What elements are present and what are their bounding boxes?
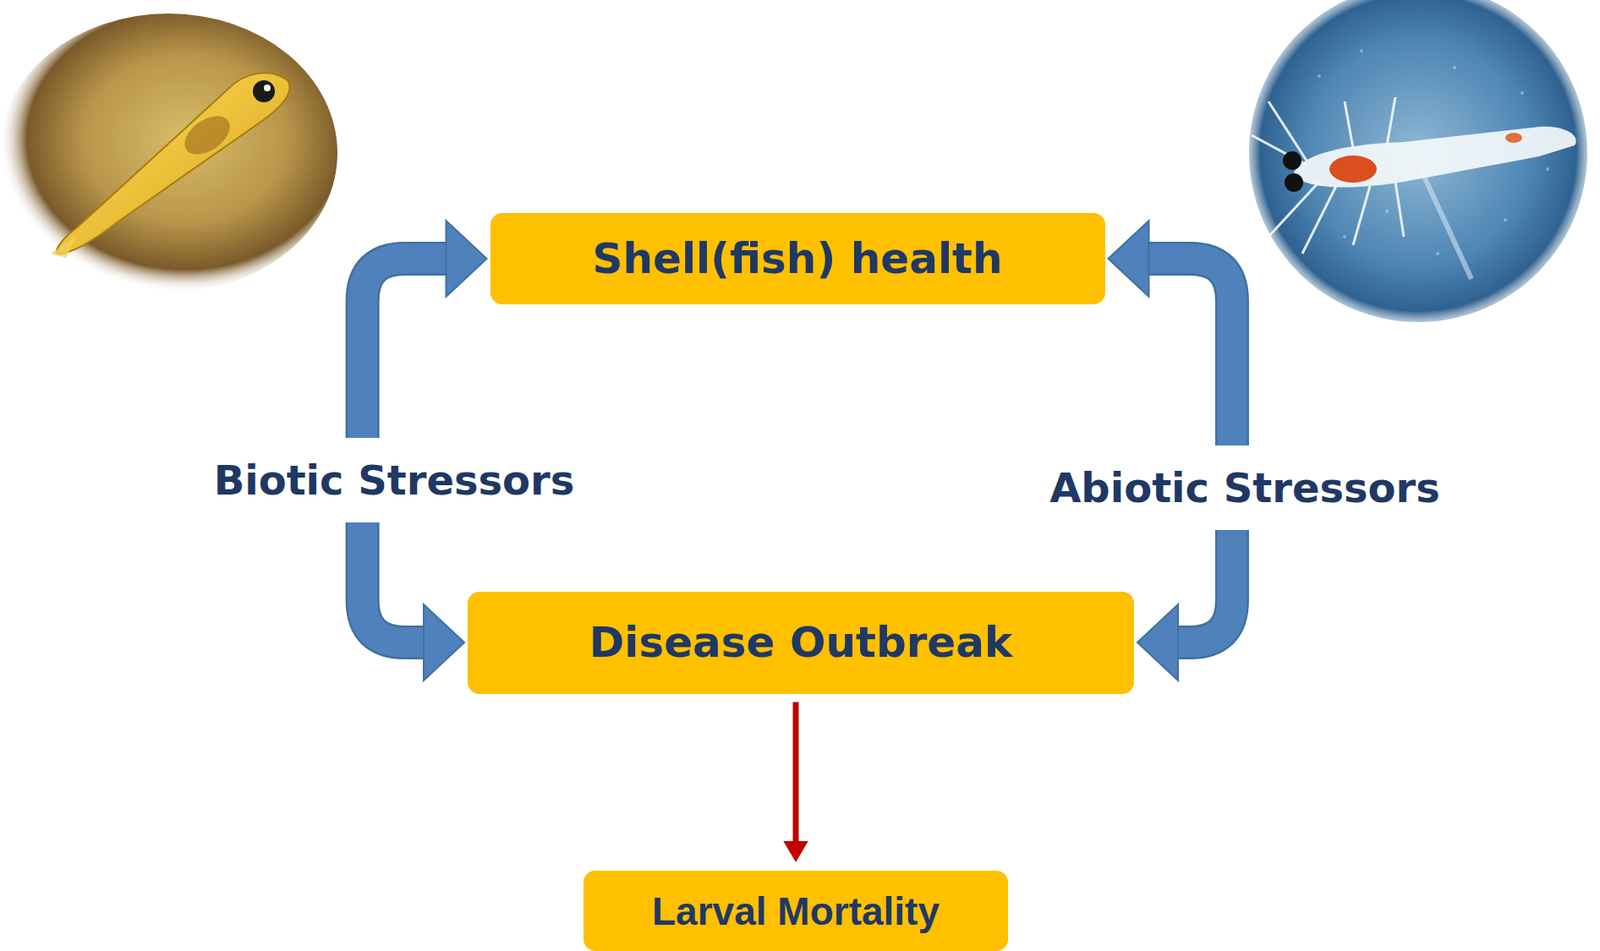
node-text: Biotic Stressors xyxy=(213,456,576,505)
arrow-shaft xyxy=(1178,530,1233,643)
arrow-shaft xyxy=(1149,258,1233,446)
stressor-arrow xyxy=(362,220,488,439)
arrow-outline xyxy=(1178,530,1233,643)
node-text: Disease Outbreak xyxy=(589,618,1014,668)
arrow-head xyxy=(423,604,465,681)
arrow-head xyxy=(784,842,807,861)
stressor-arrow xyxy=(1108,220,1233,446)
process-box: Disease Outbreak xyxy=(467,591,1135,695)
arrow-outline xyxy=(362,258,447,439)
arrow-shaft xyxy=(362,258,447,439)
arrow-head xyxy=(446,220,488,297)
stressor-arrow xyxy=(1137,530,1233,681)
stressor-label: Abiotic Stressors xyxy=(1032,457,1458,519)
fish-larva-photo xyxy=(0,13,338,293)
stressor-arrow xyxy=(362,522,465,681)
arrow-outline xyxy=(362,522,424,643)
node-text: Shell(fish) health xyxy=(591,234,1003,284)
result-arrow xyxy=(784,702,807,862)
shrimp-larva-photo xyxy=(1249,0,1588,323)
arrow-shaft xyxy=(362,522,424,643)
outcome-box: Larval Mortality xyxy=(583,871,1009,951)
arrow-head xyxy=(1137,604,1179,681)
node-text: Larval Mortality xyxy=(652,888,940,935)
stressor-label: Biotic Stressors xyxy=(197,449,592,511)
arrow-outline xyxy=(1149,258,1233,446)
arrow-shaft xyxy=(793,702,800,844)
arrow-head xyxy=(1108,220,1150,297)
process-box: Shell(fish) health xyxy=(490,213,1106,305)
node-text: Abiotic Stressors xyxy=(1049,464,1441,512)
